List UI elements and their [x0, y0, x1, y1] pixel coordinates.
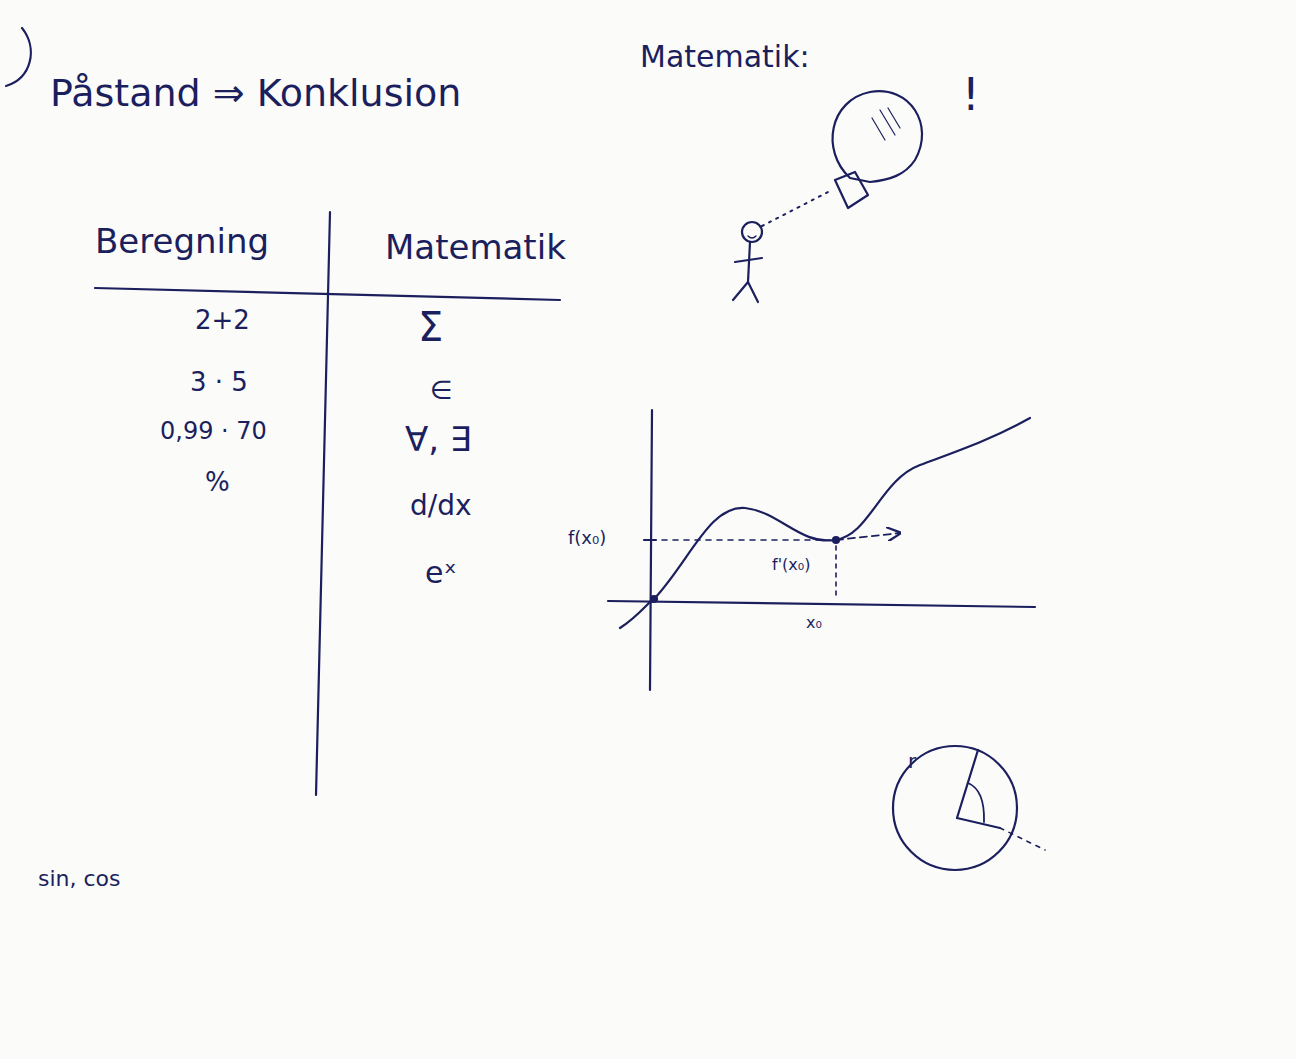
table-cell: %: [205, 468, 230, 498]
thought-dots: [762, 190, 832, 226]
table-divider: [316, 212, 330, 795]
slope-label: f'(x₀): [772, 556, 810, 574]
table-cell: 2+2: [195, 306, 250, 336]
axis-label: x₀: [806, 614, 822, 632]
stick-figure: [733, 222, 762, 302]
note-text: sin, cos: [38, 866, 121, 891]
math-symbol: Σ: [418, 304, 443, 350]
table-cell: 0,99 · 70: [160, 418, 267, 446]
column-header: Matematik: [385, 228, 566, 267]
light-bulb: [833, 91, 922, 208]
unit-circle: [893, 746, 1045, 870]
page-title: Matematik:: [640, 40, 810, 75]
math-symbol: eˣ: [425, 556, 457, 591]
function-graph: [608, 410, 1035, 690]
statement-heading: Påstand ⇒ Konklusion: [50, 72, 461, 116]
corner-scribble: [6, 28, 31, 86]
axis-label: f(x₀): [568, 528, 606, 549]
table-cell: 3 · 5: [190, 368, 248, 398]
math-symbol: ∀, ∃: [405, 420, 471, 459]
radius-label: r: [908, 750, 916, 773]
math-symbol: d/dx: [410, 490, 472, 522]
column-header: Beregning: [95, 222, 269, 261]
exclamation: !: [962, 70, 980, 121]
math-symbol: ∈: [430, 376, 453, 406]
